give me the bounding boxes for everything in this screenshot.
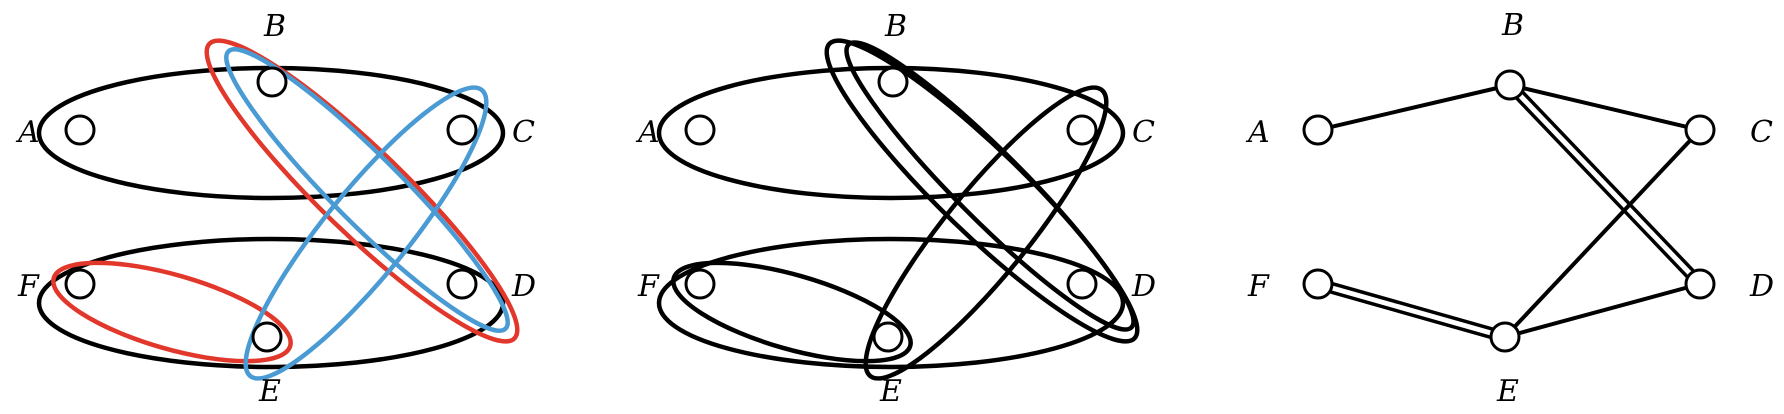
vertex-label-c: C [1132,115,1155,150]
vertex-a [1302,114,1334,146]
vertex-b [1494,69,1526,101]
vertex-c [1066,114,1098,146]
hyperedge-bd-blue [224,47,510,333]
vertex-b [256,66,288,98]
vertex-label-d: D [511,269,536,304]
vertex-e [872,321,904,353]
vertex-label-c: C [512,115,535,150]
panel-colored-hypergraph: A B C D E F [15,9,536,409]
vertex-e [251,321,283,353]
vertex-label-a: A [15,115,40,150]
hyperedge-fed-black [656,236,1126,370]
edge-bd-inner [1508,83,1702,286]
edge-bc [1509,83,1701,132]
vertex-d [446,268,478,300]
vertex-f [1302,268,1334,300]
vertex-c [1684,114,1716,146]
hyperedge-ec-black [863,85,1109,381]
vertex-d [1066,268,1098,300]
vertex-label-b: B [884,9,907,44]
vertex-f [684,268,716,300]
hyperedge-fe-red [51,260,293,364]
vertex-label-f: F [1247,269,1270,304]
vertex-f [64,268,96,300]
panel-black-hypergraph: A B C D E F [635,9,1156,409]
panel-graph: A B C D E F [1245,8,1774,409]
vertex-a [684,114,716,146]
vertex-label-d: D [1131,269,1156,304]
vertex-label-f: F [637,269,660,304]
vertex-label-e: E [1496,374,1519,409]
vertex-label-f: F [17,269,40,304]
vertex-label-a: A [635,115,660,150]
vertex-c [446,114,478,146]
hyperedge-fe-black [671,260,913,364]
vertex-label-a: A [1245,115,1270,150]
edge-ed [1504,282,1701,339]
vertex-label-d: D [1749,269,1774,304]
vertex-label-b: B [1501,8,1524,43]
hyperedge-bd-red [204,38,520,344]
vertex-b [877,66,909,98]
vertex-label-b: B [263,9,286,44]
hyperedge-bd-black [844,40,1136,332]
edge-ce [1503,128,1702,339]
vertex-label-e: E [879,374,902,409]
vertex-e [1489,321,1521,353]
edge-ab [1317,83,1511,132]
edge-fe-inner [1317,281,1506,340]
vertex-label-e: E [258,374,281,409]
vertex-a [64,114,96,146]
vertex-d [1684,268,1716,300]
hyperedge-ec-blue [243,85,489,381]
vertex-label-c: C [1750,115,1773,150]
